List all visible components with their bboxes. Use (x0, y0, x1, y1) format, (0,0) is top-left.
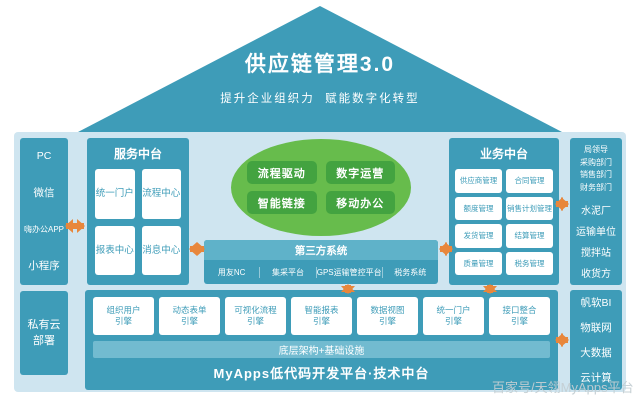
arrow-thirdparty-business (439, 242, 453, 256)
core-capabilities-ellipse: 流程驱动 数字运营 智能链接 移动办公 (231, 139, 411, 236)
client-channels-column: PC 微信 嗨办公APP 小程序 (20, 138, 68, 285)
role-sales-dept: 销售部门 (580, 170, 612, 179)
capability-process-driven: 流程驱动 (247, 161, 317, 184)
business-item-shipping-mgmt: 发货管理 (455, 224, 502, 248)
channel-wechat: 微信 (33, 187, 55, 200)
channel-pc: PC (36, 149, 52, 162)
third-party-gps-transport-platform: GPS运输管控平台 (315, 266, 382, 278)
engine-row: 组织用户 引擎 动态表单 引擎 可视化流程 引擎 智能报表 引擎 数据视图 引擎… (93, 297, 550, 335)
business-item-contract-mgmt: 合同管理 (506, 169, 553, 193)
role-transport-unit: 运输单位 (576, 227, 616, 238)
service-item-process-center: 流程中心 (141, 169, 181, 219)
tech-cloud-computing: 云计算 (580, 372, 612, 384)
business-item-tax-mgmt: 税务管理 (506, 251, 553, 275)
business-item-supplier-mgmt: 供应商管理 (455, 169, 502, 193)
core-capabilities-grid: 流程驱动 数字运营 智能链接 移动办公 (247, 161, 395, 214)
arrow-channels-service (65, 219, 85, 233)
service-platform-grid: 统一门户 流程中心 报表中心 消息中心 (95, 169, 181, 275)
third-party-tax-system: 税务系统 (381, 266, 438, 278)
business-item-quota-mgmt: 额度管理 (455, 196, 502, 220)
tech-iot: 物联网 (580, 322, 612, 334)
tech-fanruan-bi: 帆软BI (580, 297, 612, 309)
third-party-yonyou-nc: 用友NC (217, 267, 246, 277)
role-consignee: 收货方 (581, 269, 611, 280)
role-purchasing-dept: 采购部门 (580, 157, 612, 167)
arrow-tech-thirdparty (341, 284, 355, 294)
arrow-business-roles (555, 197, 569, 211)
engine-dynamic-form: 动态表单 引擎 (159, 297, 220, 335)
tech-stack-column: 帆软BI 物联网 大数据 云计算 (570, 290, 622, 390)
service-platform-title: 服务中台 (113, 147, 162, 161)
engine-data-view: 数据视图 引擎 (357, 297, 418, 335)
business-item-settlement-mgmt: 结算管理 (506, 224, 553, 248)
engine-smart-report: 智能报表 引擎 (291, 297, 352, 335)
engine-interface-integration: 接口整合 引擎 (489, 297, 550, 335)
arrow-service-thirdparty (189, 242, 205, 256)
service-item-report-center: 报表中心 (95, 225, 135, 275)
tech-platform-title: MyApps低代码开发平台·技术中台 (213, 366, 430, 381)
role-mixing-station: 搅拌站 (581, 248, 611, 259)
role-bureau-leadership: 局领导 (584, 145, 608, 154)
capability-smart-link: 智能链接 (247, 191, 317, 214)
private-cloud-block: 私有云部署 (20, 291, 68, 375)
channel-mini-program: 小程序 (28, 260, 60, 273)
arrow-tech-business (483, 284, 497, 294)
business-item-sales-plan-mgmt: 销售计划管理 (506, 196, 553, 220)
engine-unified-portal: 统一门户 引擎 (423, 297, 484, 335)
third-party-systems-block: 第三方系统 用友NC 集采平台 GPS运输管控平台 税务系统 (204, 240, 438, 284)
arrow-tech-stack (555, 333, 569, 347)
role-finance-dept: 财务部门 (580, 182, 612, 192)
diagram-subtitle: 提升企业组织力 赋能数字化转型 (220, 93, 420, 105)
stakeholder-roles-column: 局领导 采购部门 销售部门 财务部门 水泥厂 运输单位 搅拌站 收货方 (570, 138, 622, 285)
channel-hi-office-app: 嗨办公APP (23, 224, 64, 234)
business-platform-title: 业务中台 (479, 147, 528, 161)
third-party-title: 第三方系统 (204, 240, 438, 260)
service-item-message-center: 消息中心 (141, 225, 181, 275)
capability-digital-operation: 数字运营 (325, 161, 395, 184)
service-item-unified-portal: 统一门户 (95, 169, 135, 219)
business-item-quality-mgmt: 质量管理 (455, 251, 502, 275)
capability-mobile-office: 移动办公 (325, 191, 395, 214)
diagram-title: 供应链管理3.0 (244, 53, 396, 76)
tech-big-data: 大数据 (580, 347, 612, 359)
engine-org-user: 组织用户 引擎 (93, 297, 154, 335)
engine-visual-process: 可视化流程 引擎 (225, 297, 286, 335)
infrastructure-bar: 底层架构+基础设施 (93, 341, 550, 358)
tech-platform-block: 组织用户 引擎 动态表单 引擎 可视化流程 引擎 智能报表 引擎 数据视图 引擎… (85, 290, 558, 390)
role-cement-plant: 水泥厂 (581, 206, 611, 217)
watermark-text: 百家号/天翎MyApps平台 (492, 380, 634, 395)
service-platform-block: 服务中台 统一门户 流程中心 报表中心 消息中心 (87, 138, 189, 285)
third-party-items: 用友NC 集采平台 GPS运输管控平台 税务系统 (204, 260, 438, 284)
business-platform-grid: 供应商管理 合同管理 额度管理 销售计划管理 发货管理 结算管理 质量管理 税务… (455, 169, 553, 275)
third-party-procurement-platform: 集采平台 (259, 266, 315, 278)
business-platform-block: 业务中台 供应商管理 合同管理 额度管理 销售计划管理 发货管理 结算管理 质量… (449, 138, 559, 285)
